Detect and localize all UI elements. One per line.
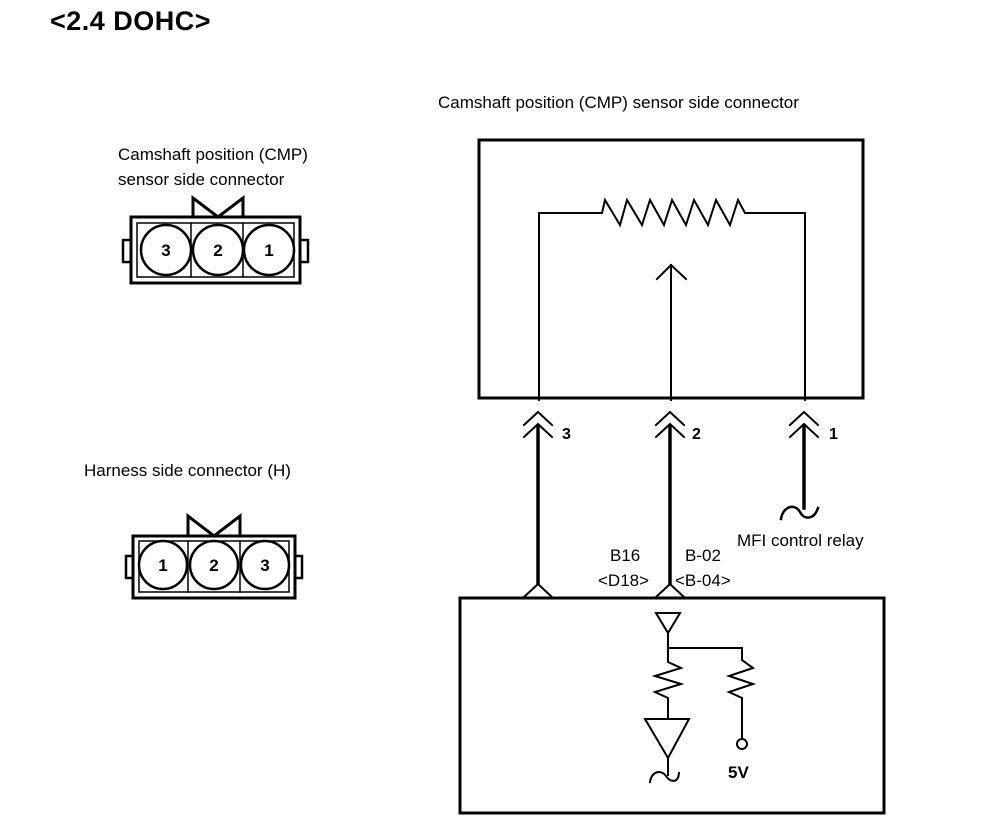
pin2-chevron-upper [654,410,686,427]
ecm-connector-chevrons [521,582,687,600]
harness-connector-label: Harness side connector (H) [84,461,291,480]
pin2-chevron-lower [654,422,686,439]
page-title: <2.4 DOHC> [50,6,212,36]
ecm-terminal-b04: <B-04> [675,571,731,590]
sensor-connector-label-line2: sensor side connector [118,170,285,189]
ecm-terminal-b16: B16 [610,546,641,565]
ecm-terminal-d18: <D18> [598,571,650,590]
mfi-relay-connection-icon [779,505,820,521]
sensor-pin-number-2: 2 [213,241,222,260]
sensor-box-label: Camshaft position (CMP) sensor side conn… [438,93,799,112]
pin3-chevron-upper [522,410,554,427]
harness-connector-face [124,512,304,600]
mfi-relay-label: MFI control relay [737,531,864,550]
harness-pin-3-circle [239,539,291,591]
pin-label-2: 2 [692,426,701,443]
ground-triangle-icon [643,718,691,761]
ecm-terminal-b02: B-02 [685,546,721,565]
pin1-chevron-lower [788,422,820,439]
pin-label-3: 3 [562,426,571,443]
ground-connection-icon [648,771,681,784]
ecm-pin-b16-chevron [521,582,555,600]
sensor-pin-number-1: 1 [264,241,273,260]
ecm-pin-b02-chevron [653,582,687,600]
pin1-chevron-upper [788,410,820,427]
harness-pin-1-circle [137,539,189,591]
voltage-5v-label: 5V [728,763,749,782]
harness-pin-number-3: 3 [260,556,269,575]
5v-terminal-icon [736,738,748,750]
ecm-resistor-left [651,647,685,719]
input-buffer-icon [654,612,682,635]
wiper-arrow-icon [655,263,688,281]
sensor-pin-number-3: 3 [161,241,170,260]
ecm-resistor-right [725,658,757,739]
sensor-connector-face [121,194,310,285]
harness-pin-2-circle [188,539,240,591]
harness-pin-number-1: 1 [158,556,167,575]
pin3-chevron-lower [522,422,554,439]
sensor-connector-label-line1: Camshaft position (CMP) [118,145,308,164]
connector-chevrons [522,410,820,439]
ecm-box [458,596,886,815]
sensor-pin-3-circle [139,223,193,277]
sensor-pin-1-circle [242,223,296,277]
harness-wires [536,424,806,586]
pin-label-1: 1 [829,426,838,443]
ecm-internal-circuit [643,612,757,784]
harness-pin-number-2: 2 [209,556,218,575]
potentiometer [538,197,806,401]
